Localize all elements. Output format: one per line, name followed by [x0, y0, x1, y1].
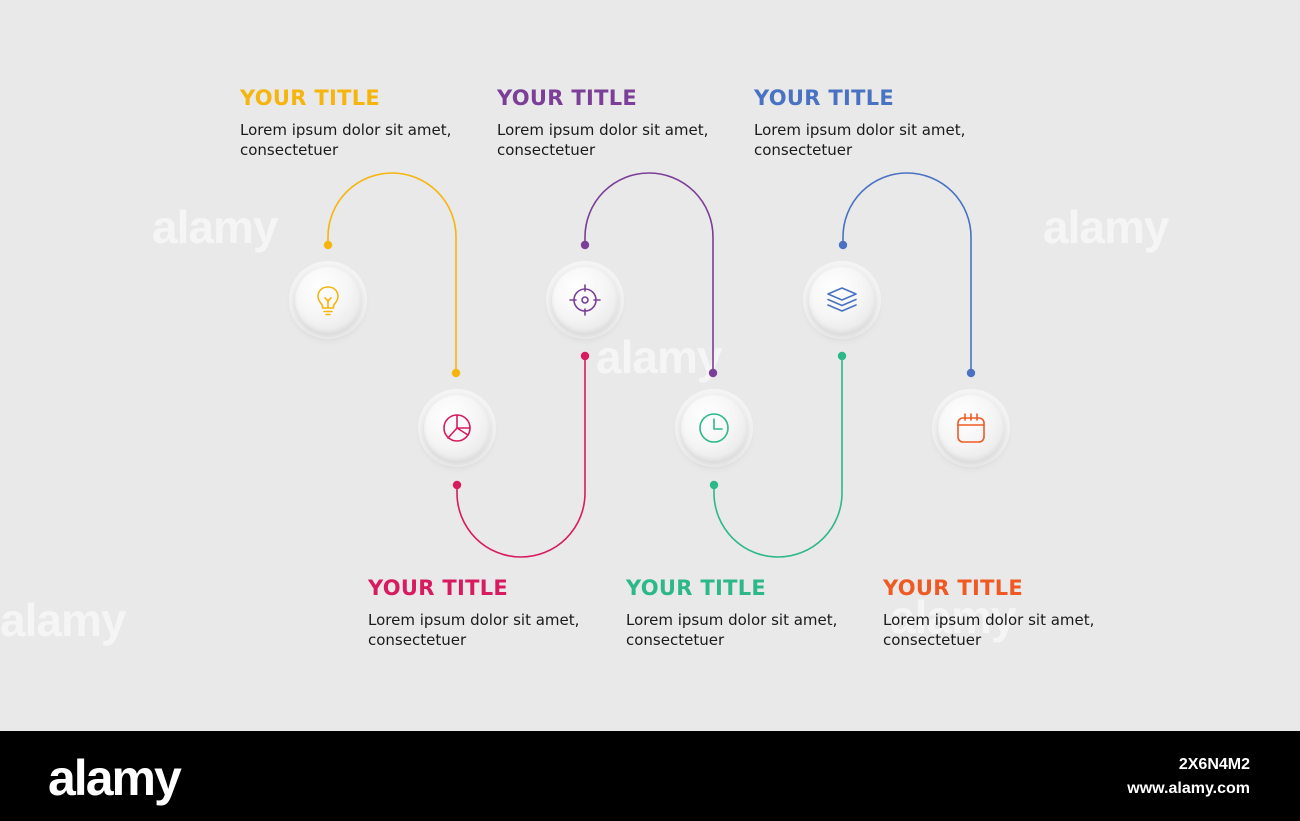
- step-3-node: [552, 267, 618, 333]
- stock-footer: alamy 2X6N4M2 www.alamy.com: [0, 731, 1300, 821]
- watermark: alamy: [596, 331, 722, 383]
- pie-chart-icon: [443, 414, 471, 442]
- step-1-description: Lorem ipsum dolor sit amet, consectetuer: [240, 121, 452, 159]
- image-reference: 2X6N4M2 www.alamy.com: [1127, 753, 1250, 801]
- connector-dot: [709, 480, 719, 490]
- alamy-logo: alamy: [48, 750, 182, 806]
- step-1-text: YOUR TITLE Lorem ipsum dolor sit amet, c…: [240, 86, 470, 160]
- step-3-description: Lorem ipsum dolor sit amet, consectetuer: [497, 121, 709, 159]
- step-6-text: YOUR TITLE Lorem ipsum dolor sit amet, c…: [883, 576, 1113, 650]
- step-2-description: Lorem ipsum dolor sit amet, consectetuer: [368, 611, 580, 649]
- step-5-node: [809, 267, 875, 333]
- connector-line: [713, 356, 843, 558]
- connector-dot: [451, 368, 461, 378]
- step-6-node: [938, 395, 1004, 461]
- step-5-title: YOUR TITLE: [754, 86, 895, 110]
- connector-dot: [323, 240, 333, 250]
- watermark: alamy: [890, 591, 1016, 643]
- step-6-title: YOUR TITLE: [883, 576, 1024, 600]
- clock-icon: [699, 413, 729, 443]
- lightbulb-icon: [317, 286, 339, 316]
- watermark: alamy: [1043, 201, 1169, 253]
- step-5-text: YOUR TITLE Lorem ipsum dolor sit amet, c…: [754, 86, 984, 160]
- connector-dot: [580, 240, 590, 250]
- image-id: 2X6N4M2: [1178, 756, 1250, 773]
- step-1-node: [295, 267, 361, 333]
- step-3-text: YOUR TITLE Lorem ipsum dolor sit amet, c…: [497, 86, 727, 160]
- infographic-canvas: alamy alamy alamy alamy alamy YOUR TITLE…: [0, 86, 1170, 650]
- step-4-title: YOUR TITLE: [626, 576, 767, 600]
- watermark: alamy: [0, 594, 126, 646]
- step-2-title: YOUR TITLE: [368, 576, 509, 600]
- connector-lines: [323, 172, 976, 558]
- site-url: www.alamy.com: [1127, 780, 1250, 797]
- step-1-title: YOUR TITLE: [240, 86, 381, 110]
- connector-dot: [580, 351, 590, 361]
- target-icon: [569, 284, 601, 316]
- step-4-description: Lorem ipsum dolor sit amet, consectetuer: [626, 611, 838, 649]
- step-2-node: [424, 395, 490, 461]
- connector-line: [842, 172, 972, 373]
- connector-line: [456, 356, 586, 558]
- step-6-description: Lorem ipsum dolor sit amet, consectetuer: [883, 611, 1095, 649]
- connector-dot: [837, 351, 847, 361]
- watermark: alamy: [152, 201, 278, 253]
- step-2-text: YOUR TITLE Lorem ipsum dolor sit amet, c…: [368, 576, 598, 650]
- calendar-icon: [957, 413, 985, 443]
- step-4-node: [681, 395, 747, 461]
- step-5-description: Lorem ipsum dolor sit amet, consectetuer: [754, 121, 966, 159]
- connector-dot: [838, 240, 848, 250]
- connector-dot: [708, 368, 718, 378]
- connector-dot: [452, 480, 462, 490]
- connector-line: [327, 172, 457, 373]
- connector-dot: [966, 368, 976, 378]
- layers-icon: [827, 287, 857, 312]
- step-3-title: YOUR TITLE: [497, 86, 638, 110]
- connector-line: [584, 172, 714, 373]
- step-4-text: YOUR TITLE Lorem ipsum dolor sit amet, c…: [626, 576, 856, 650]
